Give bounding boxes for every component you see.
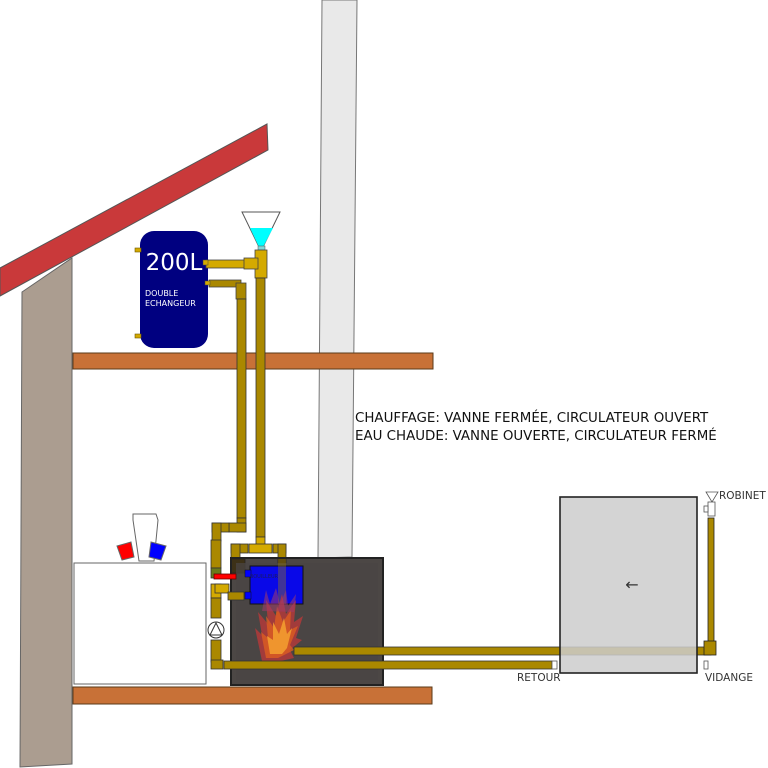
mode-note-hot-water: EAU CHAUDE: VANNE OUVERTE, CIRCULATEUR F… xyxy=(355,429,717,444)
fire xyxy=(255,588,303,662)
tank-connector xyxy=(134,247,142,253)
funnel-neck xyxy=(257,245,266,251)
pipe xyxy=(278,559,286,604)
hot-water-tank xyxy=(140,231,208,348)
pipe xyxy=(227,591,245,601)
roof xyxy=(0,123,269,297)
pipe xyxy=(210,659,224,670)
pipe xyxy=(210,597,222,619)
vidange-label: VIDANGE xyxy=(705,672,753,684)
upper-shelf xyxy=(72,352,434,370)
hot-tap-icon[interactable] xyxy=(116,541,135,561)
boiler-exchanger-port xyxy=(244,591,252,600)
retour-label: RETOUR xyxy=(517,672,561,684)
cold-tap-icon[interactable] xyxy=(148,541,167,561)
robinet-label: ROBINET xyxy=(719,490,766,502)
radiator xyxy=(559,496,698,674)
tank-connector xyxy=(134,333,142,339)
pipe xyxy=(210,539,222,569)
flow-arrow: ← xyxy=(625,575,638,594)
pipe xyxy=(210,639,222,663)
pipe xyxy=(235,282,247,300)
boiler-label: BOUILLEUR xyxy=(250,574,279,580)
pipe xyxy=(243,257,259,270)
tank-subtitle-2: ECHANGEUR xyxy=(145,299,196,308)
pipe xyxy=(236,298,247,519)
drain-connector xyxy=(703,660,709,670)
pipe xyxy=(204,280,211,286)
wall xyxy=(19,257,73,768)
pipe xyxy=(703,640,717,656)
pipe xyxy=(255,277,266,538)
pipe xyxy=(214,583,230,594)
sink xyxy=(73,562,207,685)
return-pipe xyxy=(223,660,553,670)
chimney xyxy=(317,0,358,559)
pipe xyxy=(248,543,273,554)
pipe xyxy=(707,517,715,647)
funnel-water xyxy=(250,228,273,247)
pipe xyxy=(211,522,222,542)
robinet-tap-icon[interactable] xyxy=(703,491,719,517)
lower-floor xyxy=(72,686,433,705)
boiler-exchanger-port xyxy=(244,569,252,578)
tank-capacity: 200L xyxy=(146,250,203,276)
circulator-pump-icon[interactable] xyxy=(207,621,225,639)
valve-handle[interactable] xyxy=(213,573,237,580)
tank-subtitle-1: DOUBLE xyxy=(145,289,178,298)
pipe xyxy=(202,259,209,266)
pipe xyxy=(205,259,247,269)
mode-note-heating: CHAUFFAGE: VANNE FERMÉE, CIRCULATEUR OUV… xyxy=(355,411,709,426)
return-pipe-end xyxy=(551,660,558,670)
pipe xyxy=(228,522,247,533)
